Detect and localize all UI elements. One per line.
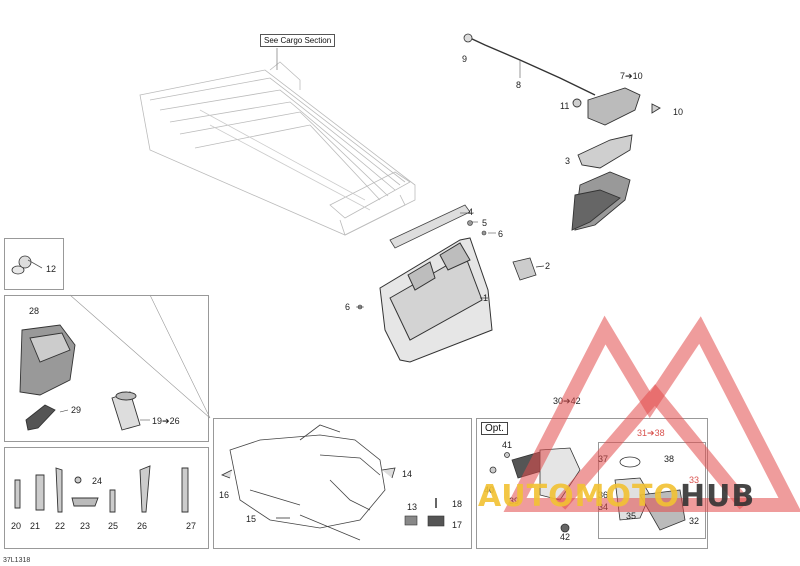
detail-box-12 xyxy=(4,238,64,290)
optional-label: Opt. xyxy=(481,422,508,435)
detail-box-tools xyxy=(4,447,209,549)
snowmobile-drawing xyxy=(229,424,386,541)
part-number: 17 xyxy=(452,520,463,530)
part-number: 16 xyxy=(219,490,230,500)
part-number: 15 xyxy=(246,514,257,524)
part-number: 37 xyxy=(598,454,609,464)
part-number: 13 xyxy=(407,502,418,512)
part-number: 6 xyxy=(498,229,504,239)
cable-drawing xyxy=(469,37,596,96)
part-number: 7➔10 xyxy=(620,71,643,81)
watermark-text-primary: AUTOMOTO xyxy=(478,479,680,514)
part-number: 23 xyxy=(80,521,91,531)
bracket-drawing xyxy=(512,257,537,281)
detail-box-snowmobile xyxy=(213,418,472,549)
part-number: 14 xyxy=(402,469,413,479)
part-number: 11 xyxy=(560,101,570,111)
part-number: 8 xyxy=(516,80,522,90)
part-number: 40 xyxy=(484,485,495,495)
part-number: 3 xyxy=(565,156,571,166)
watermark-text: AUTOMOTOHUB xyxy=(478,479,755,514)
part-number: 5 xyxy=(482,218,488,228)
part-number: 35 xyxy=(626,511,637,521)
part-number: 41 xyxy=(502,440,513,450)
part-number: 26 xyxy=(137,521,148,531)
light-housing-drawing xyxy=(587,87,641,126)
part-number: 22 xyxy=(55,521,66,531)
figure-code: 37L1318 xyxy=(3,557,31,564)
cargo-bag-drawing xyxy=(379,237,493,363)
part-number: 25 xyxy=(108,521,119,531)
part-number: 1 xyxy=(483,293,489,303)
watermark-text-secondary: HUB xyxy=(679,479,756,514)
part-number: 10 xyxy=(673,107,684,117)
part-number: 9 xyxy=(462,54,468,64)
part-number: 30➔42 xyxy=(553,396,581,406)
see-cargo-section-callout: See Cargo Section xyxy=(260,34,336,47)
part-number: 21 xyxy=(30,521,41,531)
part-number: 20 xyxy=(11,521,22,531)
part-number: 12 xyxy=(46,264,57,274)
part-number: 19➔26 xyxy=(152,416,180,426)
part-number: 18 xyxy=(452,499,463,509)
part-number: 2 xyxy=(545,261,551,271)
part-number: 42 xyxy=(560,532,571,542)
detail-box-storage xyxy=(4,295,209,442)
part-number: 24 xyxy=(92,476,103,486)
part-number: 38 xyxy=(664,454,675,464)
mounting-rail-drawing xyxy=(389,204,471,249)
part-number: 6 xyxy=(345,302,351,312)
cargo-rack-outline xyxy=(139,69,416,236)
part-number: 28 xyxy=(29,306,40,316)
part-number: 31➔38 xyxy=(637,428,665,438)
part-number: 29 xyxy=(71,405,82,415)
part-number: 27 xyxy=(186,521,197,531)
part-number: 4 xyxy=(468,207,474,217)
part-number: 32 xyxy=(689,516,700,526)
